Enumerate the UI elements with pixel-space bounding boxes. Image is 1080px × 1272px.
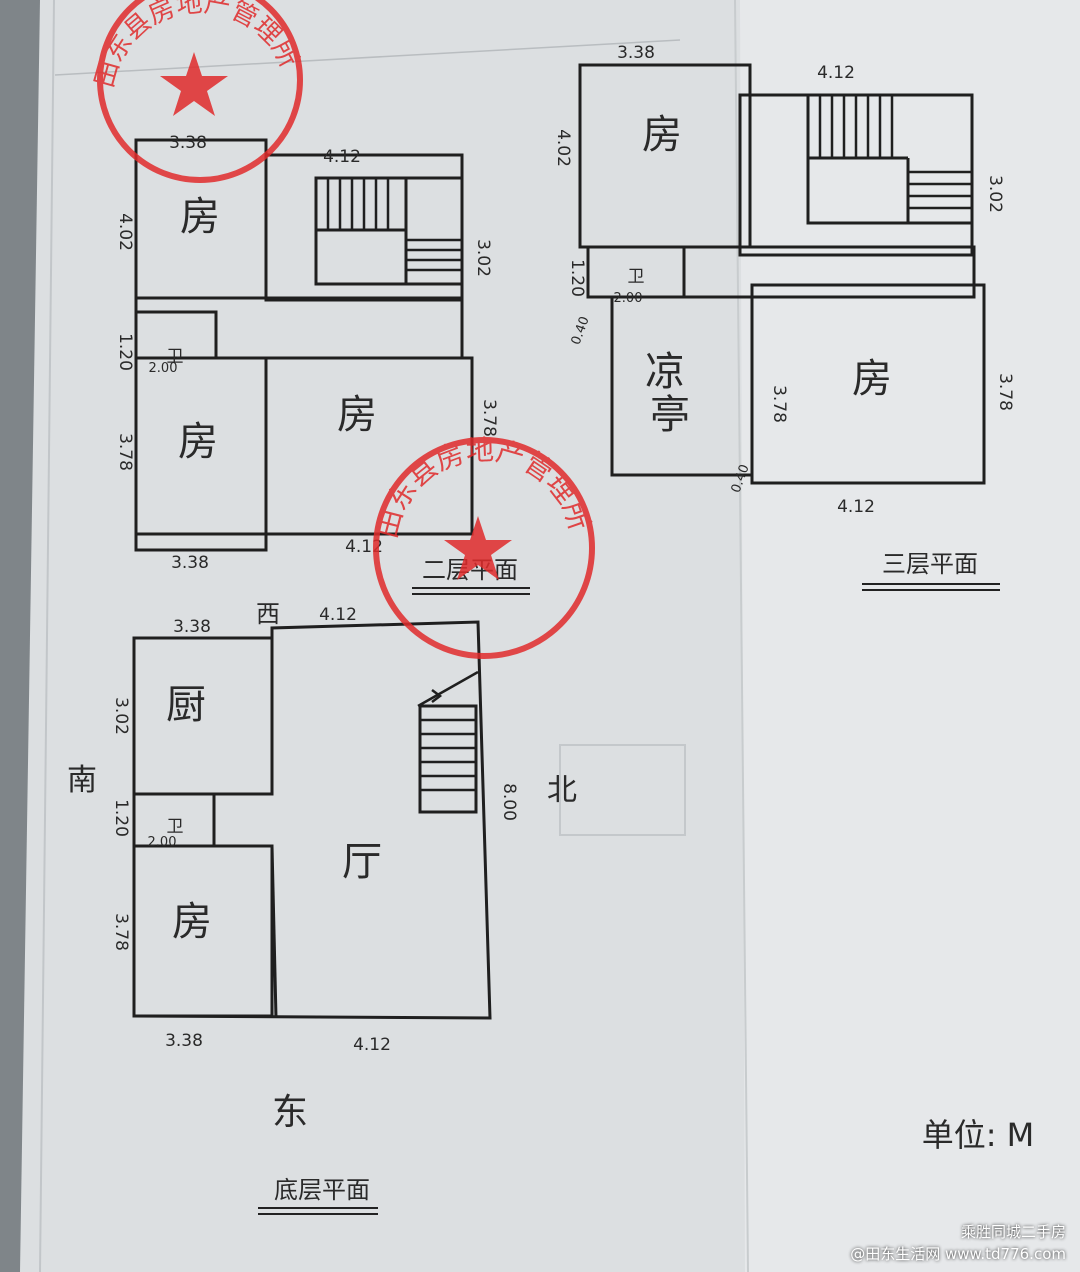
dim-label: 1.20 [111,799,131,837]
floor2-room-label-2: 房 [178,419,218,465]
floor3-stairs [818,95,972,210]
floor1-plan [132,620,492,1020]
direction-east: 东 [272,1092,308,1133]
dim-label: 3.38 [171,553,209,573]
floor1-title: 底层平面 [274,1176,370,1204]
dim-label: 3.38 [169,133,207,153]
floor1-bath-label: 卫 [167,817,184,837]
dim-label: 3.78 [995,373,1015,411]
floor3-room-label-2: 房 [852,356,892,402]
floor3-room-label-1: 房 [642,112,682,158]
dim-label: 3.78 [111,913,131,951]
floor3-pavilion-label-2: 亭 [650,392,690,438]
dim-label: 4.12 [323,147,361,167]
floor2-room-label-1: 房 [180,194,220,240]
direction-north: 北 [547,773,577,808]
floor2-plan [134,138,474,552]
dim-label: 2.00 [149,361,178,376]
floor3-plan [578,63,986,485]
floor3-title: 三层平面 [882,550,978,578]
direction-west: 西 [256,600,280,628]
dim-label: 4.12 [319,605,357,625]
floor2-room-label-3: 房 [337,392,377,438]
dim-label: 3.38 [165,1031,203,1051]
dim-label: 4.12 [353,1035,391,1055]
dim-label: 4.02 [553,129,573,167]
dim-label: 4.12 [817,63,855,83]
dim-label: 3.38 [173,617,211,637]
floor2-stairs [326,178,462,272]
dim-label: 1.20 [567,259,587,297]
direction-south: 南 [67,763,97,798]
dim-label: 1.20 [115,333,135,371]
floor1-stairs [417,670,479,792]
dim-label: 2.00 [148,835,177,850]
watermark-line-2: @田东生活网 www.td776.com [850,1245,1066,1263]
dim-label: 3.02 [473,239,493,277]
dim-label: 2.00 [614,291,643,306]
dim-label: 4.12 [837,497,875,517]
unit-label: 单位: M [922,1116,1035,1154]
floor3-bath-label: 卫 [628,267,645,287]
dim-label: 3.02 [111,697,131,735]
dim-label: 3.78 [479,399,499,437]
dim-label: 3.38 [617,43,655,63]
dim-label: 4.02 [115,213,135,251]
dim-label: 8.00 [499,783,519,821]
floor3-pavilion-label-1: 凉 [645,349,685,395]
watermark-line-1: 乘胜同城二手房 [960,1223,1066,1241]
floor1-hall-label: 厅 [342,839,382,885]
floor1-room-label: 房 [172,899,212,945]
dim-label: 3.02 [985,175,1005,213]
dim-label: 3.78 [769,385,789,423]
floor2-bath-label: 卫 [167,347,184,367]
floor1-kitchen-label: 厨 [166,682,206,728]
dim-label: 3.78 [115,433,135,471]
